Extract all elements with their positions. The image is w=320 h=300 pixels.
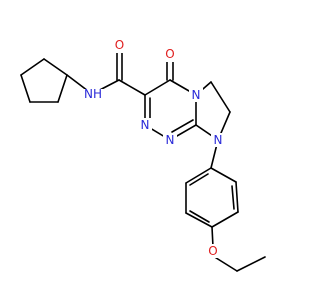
bond: [189, 173, 209, 186]
bond: [20, 58, 45, 76]
ketone-oxygen-atom: O: [163, 46, 177, 62]
bond: [20, 74, 31, 103]
atom-label: NH: [84, 87, 102, 101]
bond: [43, 58, 68, 76]
atom-label: O: [165, 47, 174, 61]
ether-oxygen-atom: O: [206, 244, 220, 258]
atom-layer: O NH O N N N N O: [84, 37, 225, 258]
atom-label: O: [115, 38, 124, 52]
bond: [236, 256, 266, 272]
ring-nitrogen-1-atom: N: [163, 133, 177, 147]
molecular-structure: O NH O N N N N O: [20, 37, 266, 272]
bond-layer: [20, 48, 266, 272]
bond: [189, 210, 210, 223]
ring-nitrogen-2-atom: N: [138, 118, 152, 132]
aryl-nitrogen-atom: N: [211, 133, 225, 147]
bond: [211, 226, 214, 248]
amide-oxygen-atom: O: [112, 37, 126, 53]
bond: [118, 79, 146, 96]
atom-label: N: [141, 118, 150, 132]
bond: [185, 167, 212, 184]
bond: [211, 211, 239, 228]
bond: [210, 81, 231, 113]
bond: [185, 212, 213, 228]
bond: [231, 185, 235, 210]
bond: [144, 79, 171, 96]
bond: [171, 119, 194, 133]
bond: [212, 255, 238, 272]
atom-label: N: [214, 133, 223, 147]
bond: [57, 74, 68, 103]
bond: [210, 167, 237, 183]
atom-label: N: [192, 88, 201, 102]
atom-label: O: [208, 244, 217, 258]
ring-nitrogen-4-atom: N: [189, 88, 203, 102]
amide-nitrogen-atom: NH: [84, 87, 106, 113]
bond: [235, 181, 239, 213]
atom-label: N: [166, 133, 175, 147]
